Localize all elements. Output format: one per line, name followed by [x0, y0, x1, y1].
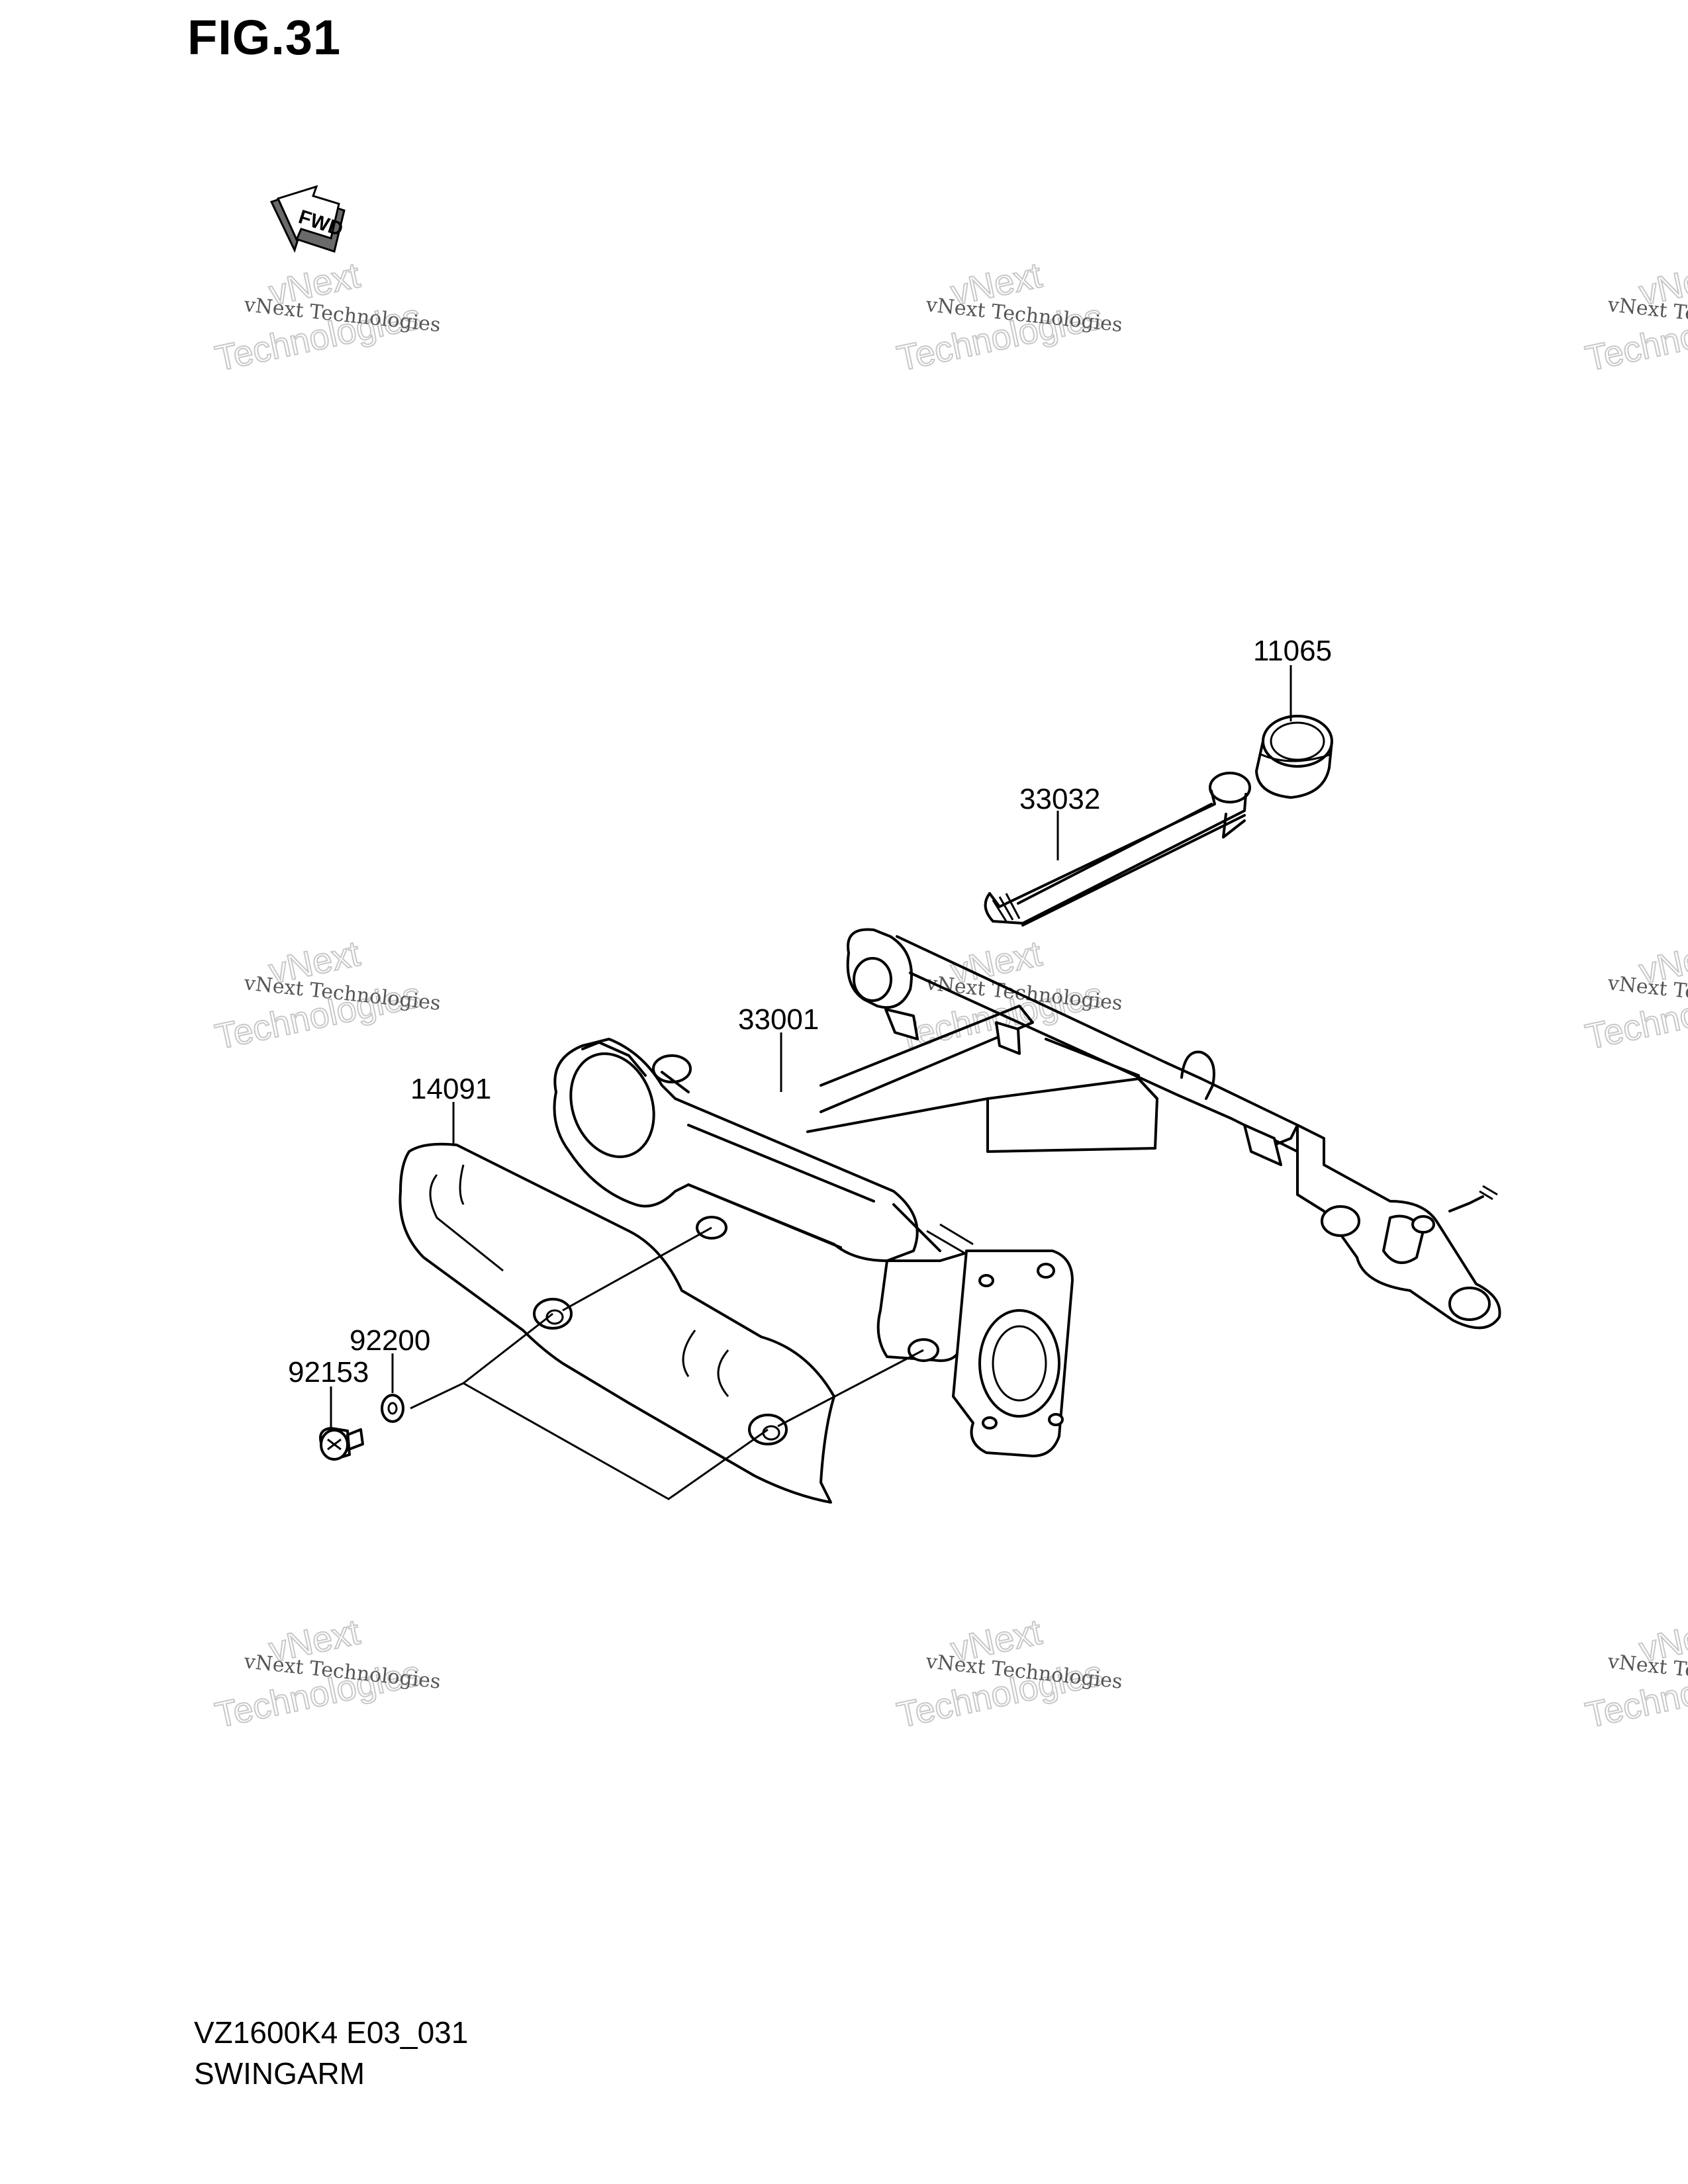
- part-11065-bushing: [1255, 715, 1333, 799]
- model-code: VZ1600K4 E03_031: [194, 2015, 469, 2050]
- part-92200-washer: [381, 1394, 404, 1423]
- part-label-92153: 92153: [288, 1356, 369, 1388]
- fwd-arrow-icon: FWD: [269, 185, 346, 253]
- part-92153-bolt: [319, 1427, 364, 1461]
- part-label-11065: 11065: [1253, 635, 1332, 667]
- assembly-guide-lines: [410, 1226, 924, 1500]
- part-33032-pivot-shaft: [984, 772, 1251, 927]
- part-33001-swingarm: [553, 928, 1501, 1457]
- part-label-33001: 33001: [738, 1003, 819, 1036]
- figure-title: FIG.31: [187, 10, 342, 65]
- part-label-14091: 14091: [410, 1073, 491, 1105]
- part-label-33032: 33032: [1019, 783, 1100, 815]
- figure-name: SWINGARM: [194, 2056, 365, 2091]
- part-label-92200: 92200: [350, 1324, 430, 1357]
- watermark-group: vNext Technologies vNext Technologies vN…: [211, 255, 1688, 1736]
